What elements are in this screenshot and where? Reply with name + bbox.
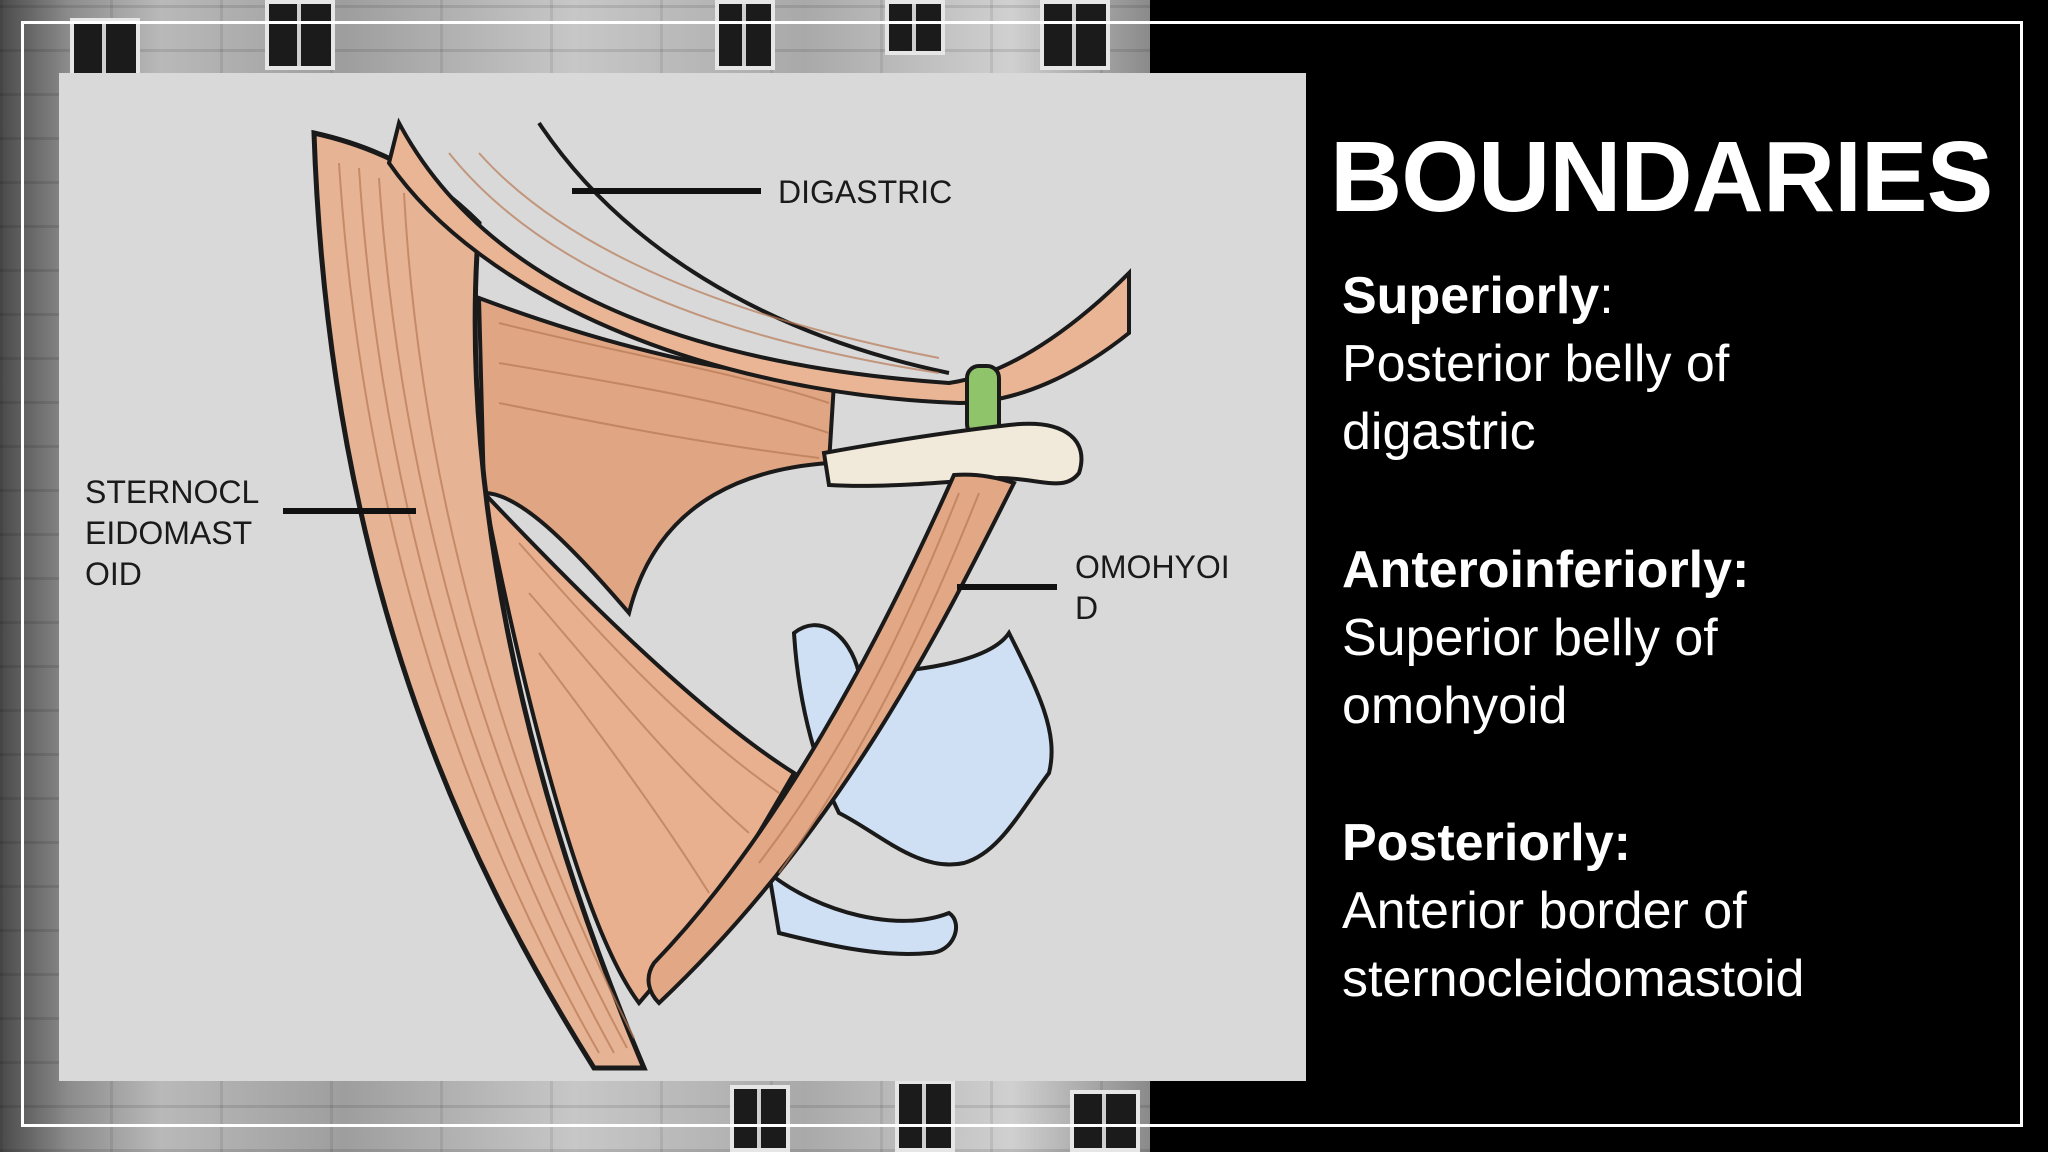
boundary-heading: Superiorly <box>1342 267 1600 325</box>
background-window <box>895 1080 955 1152</box>
background-window <box>730 1085 790 1152</box>
background-window <box>1040 0 1110 70</box>
boundary-superior: Superiorly: Posterior belly of digastric <box>1342 262 1992 466</box>
muscle-fan-upper <box>476 295 837 618</box>
boundary-posterior: Posteriorly: Anterior border of sternocl… <box>1342 809 1992 1013</box>
anatomy-figure: DIGASTRIC STERNOCL EIDOMAST OID OMOHYOI … <box>59 73 1306 1081</box>
omohyoid-muscle <box>646 472 1017 1006</box>
background-window <box>265 0 335 70</box>
cricoid-cartilage <box>766 868 959 956</box>
hyoid-bone <box>821 421 1084 488</box>
boundary-description: Superior belly of omohyoid <box>1342 609 1718 735</box>
carotid-triangle-illustration <box>283 117 1131 1071</box>
boundary-heading: Posteriorly: <box>1342 814 1631 872</box>
background-window <box>715 0 775 70</box>
boundary-description: Anterior border of sternocleidomastoid <box>1342 882 1805 1008</box>
label-sternocleidomastoid: STERNOCL EIDOMAST OID <box>85 474 260 592</box>
background-window <box>885 0 945 55</box>
sternocleidomastoid-muscle <box>311 129 648 1071</box>
background-window <box>1070 1090 1140 1152</box>
boundary-description: Posterior belly of digastric <box>1342 335 1730 461</box>
slide-title: BOUNDARIES <box>1330 121 1993 233</box>
digastric-muscle <box>386 117 1131 406</box>
boundary-heading: Anteroinferiorly: <box>1342 541 1750 599</box>
digastric-upper-edge <box>537 121 950 375</box>
label-digastric: DIGASTRIC <box>778 174 953 210</box>
slide-border <box>21 21 2023 1127</box>
background-window <box>70 18 140 78</box>
boundary-heading-colon: : <box>1599 267 1614 325</box>
boundary-anteroinferior: Anteroinferiorly: Superior belly of omoh… <box>1342 536 1992 740</box>
muscle-fibers <box>338 152 980 1054</box>
label-omohyoid: OMOHYOI D <box>1075 549 1230 626</box>
